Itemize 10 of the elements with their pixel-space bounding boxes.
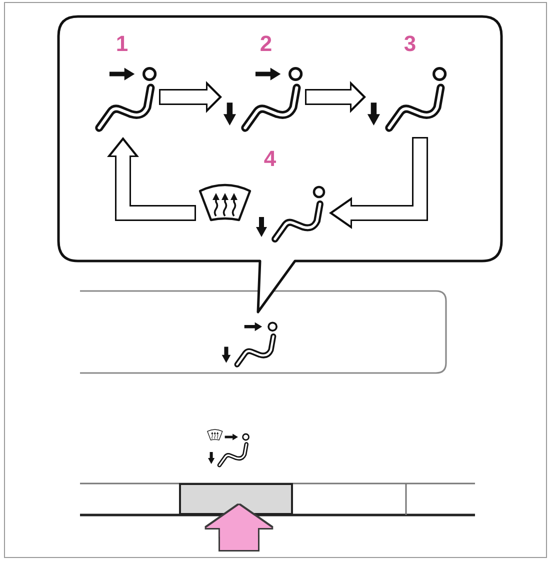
mode-button: [179, 483, 293, 515]
step-number: 3: [404, 33, 416, 55]
step-number: 1: [116, 33, 128, 55]
step-number: 4: [264, 148, 276, 170]
outline-arrow: [329, 136, 428, 229]
block-arrow: [206, 505, 272, 550]
outline-arrow: [107, 137, 196, 221]
outline-arrow: [159, 80, 222, 113]
step-number: 2: [260, 33, 272, 55]
outline-arrow: [305, 80, 366, 113]
